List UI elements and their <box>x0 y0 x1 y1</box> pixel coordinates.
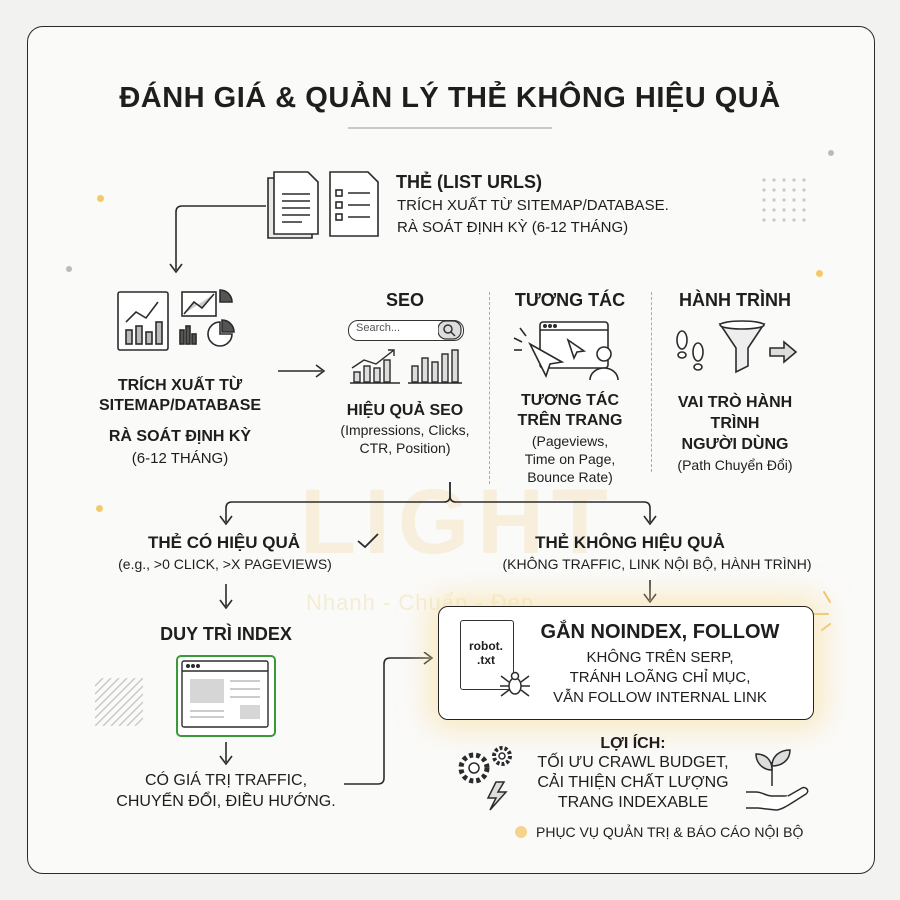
effective-heading: THẺ CÓ HIỆU QUẢ <box>147 533 301 552</box>
source-heading: THẺ (LIST URLS) <box>396 172 542 192</box>
decor-dot <box>96 505 103 512</box>
benefits-line-3: TRANG INDEXABLE <box>557 794 709 811</box>
journey-detail: (Path Chuyển Đổi) <box>677 457 793 473</box>
watermark-brand: LIGHT <box>300 471 616 573</box>
journey-label-1: VAI TRÒ HÀNH <box>677 394 793 411</box>
split-connector <box>219 482 657 526</box>
extract-line-4: (6-12 THÁNG) <box>131 450 229 467</box>
journey-label-2: TRÌNH <box>710 415 760 432</box>
interaction-detail-3: Bounce Rate) <box>527 469 613 485</box>
interaction-heading: TƯƠNG TÁC <box>514 290 626 310</box>
connector-arrow <box>169 205 266 274</box>
benefits-heading: LỢI ÍCH: <box>600 735 666 752</box>
interaction-detail-2: Time on Page, <box>524 451 616 467</box>
column-divider <box>489 292 490 484</box>
source-line-2: RÀ SOÁT ĐỊNH KỲ (6-12 THÁNG) <box>397 219 629 236</box>
journey-heading: HÀNH TRÌNH <box>679 290 791 310</box>
extract-line-2: SITEMAP/DATABASE <box>98 397 262 414</box>
hatch-decoration <box>95 678 143 726</box>
ineffective-action: GẮN NOINDEX, FOLLOW <box>540 621 780 643</box>
sparkle-icon <box>813 591 831 631</box>
source-line-1: TRÍCH XUẤT TỪ SITEMAP/DATABASE. <box>397 197 669 214</box>
interaction-label-2: TRÊN TRANG <box>517 412 623 429</box>
funnel-footsteps-icon <box>676 320 798 374</box>
search-placeholder: Search... <box>356 322 401 334</box>
extract-line-3: RÀ SOÁT ĐỊNH KỲ <box>108 428 252 445</box>
interaction-label-1: TƯƠNG TÁC <box>520 392 620 409</box>
decor-dot <box>97 195 104 202</box>
footnote-bullet <box>515 826 527 838</box>
effective-result-1: CÓ GIÁ TRỊ TRAFFIC, <box>144 772 308 789</box>
robots-file-label: robot. .txt <box>469 639 503 667</box>
seo-heading: SEO <box>385 290 424 310</box>
decor-dot <box>816 270 823 277</box>
seo-growth-chart-icon <box>350 349 462 384</box>
hand-plant-icon <box>746 749 809 811</box>
magnifier-icon <box>438 320 462 340</box>
column-divider <box>651 292 652 472</box>
decor-dot <box>66 266 72 272</box>
document-list-icon <box>267 171 379 239</box>
extract-line-1: TRÍCH XUẤT TỪ <box>117 377 243 394</box>
seo-detail-1: (Impressions, Clicks, <box>340 422 470 438</box>
cursor-user-icon <box>513 321 619 381</box>
seo-label: HIỆU QUẢ SEO <box>346 402 464 419</box>
search-bar-illustration <box>348 320 464 341</box>
webpage-icon <box>181 660 269 728</box>
noindex-bullet-2: TRÁNH LOÃNG CHỈ MỤC, <box>569 669 751 686</box>
title-divider <box>348 127 552 129</box>
effective-result-2: CHUYỂN ĐỔI, ĐIỀU HƯỚNG. <box>116 793 336 810</box>
footnote: PHỤC VỤ QUẢN TRỊ & BÁO CÁO NỘI BỘ <box>536 824 804 840</box>
decor-dot <box>828 150 834 156</box>
analytics-charts-icon <box>117 289 235 351</box>
checkmark-icon <box>357 533 379 549</box>
down-arrow <box>219 584 233 610</box>
connector-arrow <box>344 652 434 785</box>
down-arrow <box>643 580 657 604</box>
seo-detail-2: CTR, Position) <box>359 440 451 456</box>
spider-crawler-icon <box>500 671 530 697</box>
page-title: ĐÁNH GIÁ & QUẢN LÝ THẺ KHÔNG HIỆU QUẢ <box>119 82 781 114</box>
connector-arrow <box>278 364 326 378</box>
dot-grid-decoration <box>762 178 806 222</box>
gears-lightning-icon <box>458 746 512 811</box>
infographic-card <box>27 26 875 874</box>
ineffective-detail: (KHÔNG TRAFFIC, LINK NỘI BỘ, HÀNH TRÌNH) <box>502 556 812 572</box>
benefits-line-2: CẢI THIỆN CHẤT LƯỢNG <box>537 774 729 791</box>
down-arrow <box>219 742 233 766</box>
journey-label-3: NGƯỜI DÙNG <box>681 436 789 453</box>
noindex-bullet-1: KHÔNG TRÊN SERP, <box>586 649 734 666</box>
noindex-bullet-3: VẪN FOLLOW INTERNAL LINK <box>553 689 767 706</box>
interaction-detail-1: (Pageviews, <box>531 433 609 449</box>
effective-detail: (e.g., >0 CLICK, >X PAGEVIEWS) <box>118 556 332 572</box>
benefits-line-1: TỐI ƯU CRAWL BUDGET, <box>537 754 729 771</box>
effective-action: DUY TRÌ INDEX <box>160 624 292 644</box>
ineffective-heading: THẺ KHÔNG HIỆU QUẢ <box>535 533 725 552</box>
